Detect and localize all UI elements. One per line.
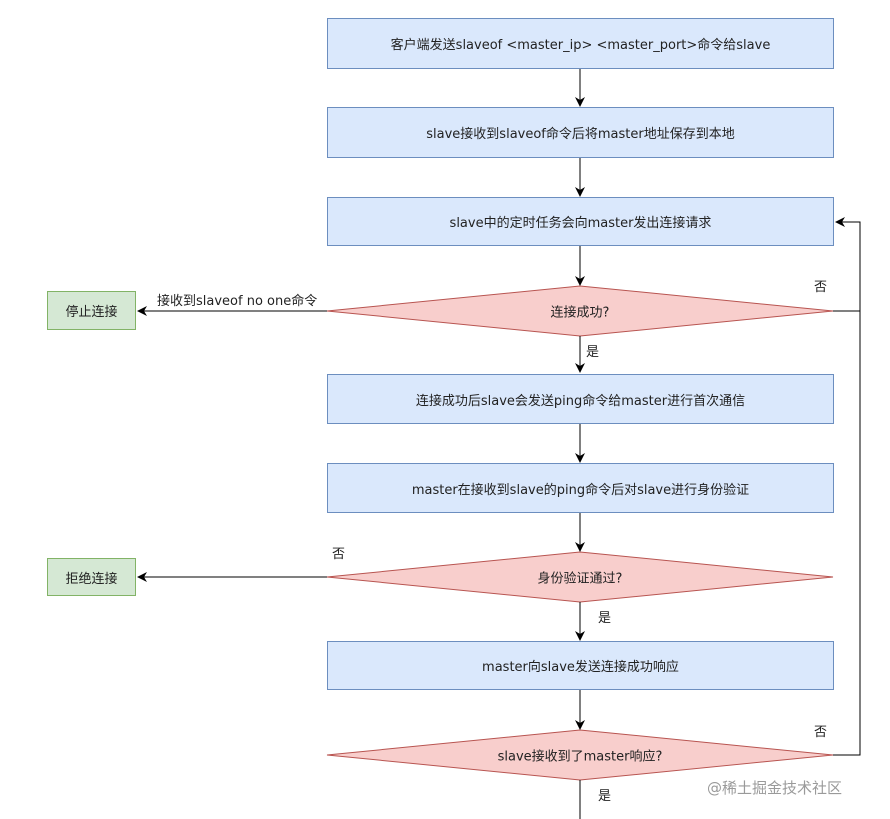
decision-diamond-auth xyxy=(326,551,834,603)
step-send-ping: 连接成功后slave会发送ping命令给master进行首次通信 xyxy=(327,374,834,424)
edge-label-yes-response: 是 xyxy=(598,789,612,804)
watermark: @稀土掘金技术社区 xyxy=(707,779,843,797)
step-connect-request-text: slave中的定时任务会向master发出连接请求 xyxy=(449,216,712,231)
edge-d1-retry xyxy=(833,217,861,312)
decision-auth-text: 身份验证通过? xyxy=(537,571,623,587)
terminal-reject-connection: 拒绝连接 xyxy=(47,558,136,596)
step-send-success-response: master向slave发送连接成功响应 xyxy=(327,641,834,690)
step-connect-request: slave中的定时任务会向master发出连接请求 xyxy=(327,197,834,246)
step-send-ping-text: 连接成功后slave会发送ping命令给master进行首次通信 xyxy=(415,393,746,409)
step-send-slaveof-text: 客户端发送slaveof <master_ip> <master_port>命令… xyxy=(390,38,771,53)
edge-d3-retry xyxy=(833,311,861,756)
edge-label-no-connect: 否 xyxy=(814,280,828,295)
step-auth-slave-text: master在接收到slave的ping命令后对slave进行身份验证 xyxy=(411,482,750,498)
decision-connect-text: 连接成功? xyxy=(550,305,610,321)
edge-label-slaveof-no-one: 接收到slaveof no one命令 xyxy=(157,294,318,309)
edge-label-yes-auth: 是 xyxy=(598,611,612,626)
step-auth-slave: master在接收到slave的ping命令后对slave进行身份验证 xyxy=(327,463,834,513)
terminal-stop-connection-text: 停止连接 xyxy=(65,305,118,320)
step-send-success-response-text: master向slave发送连接成功响应 xyxy=(482,660,679,675)
edge-label-no-auth: 否 xyxy=(332,547,346,562)
edge-label-yes-connect: 是 xyxy=(586,345,600,360)
decision-response-text: slave接收到了master响应? xyxy=(497,749,663,765)
step-send-slaveof: 客户端发送slaveof <master_ip> <master_port>命令… xyxy=(327,18,834,69)
step-save-master-address-text: slave接收到slaveof命令后将master地址保存到本地 xyxy=(426,127,735,142)
edge-label-no-response: 否 xyxy=(814,725,828,740)
step-save-master-address: slave接收到slaveof命令后将master地址保存到本地 xyxy=(327,107,834,158)
terminal-stop-connection: 停止连接 xyxy=(47,291,136,330)
terminal-reject-connection-text: 拒绝连接 xyxy=(65,571,118,587)
